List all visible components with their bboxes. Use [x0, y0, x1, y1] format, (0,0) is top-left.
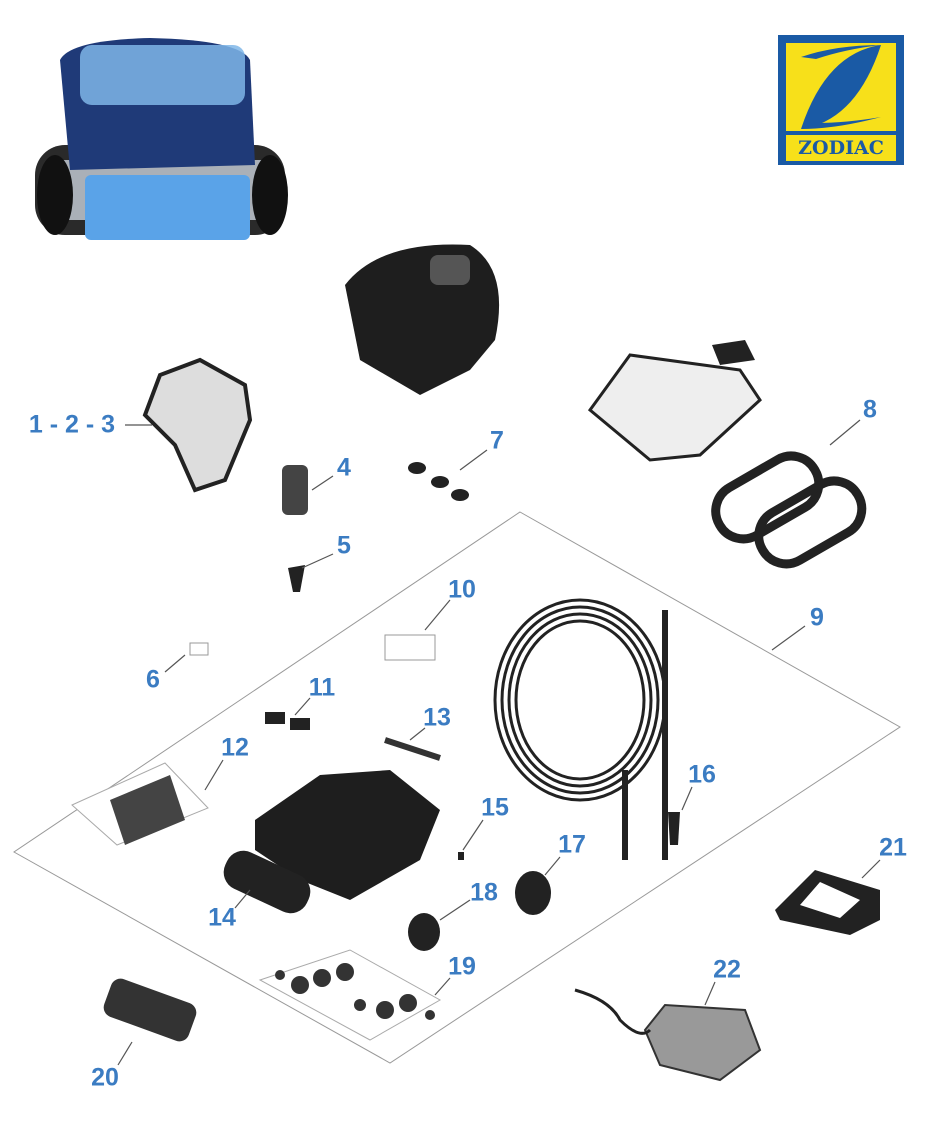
part-label-5: 5 [337, 531, 351, 560]
part-label-21: 21 [879, 833, 907, 862]
part-label-19: 19 [448, 952, 476, 981]
part-label-20: 20 [91, 1063, 119, 1092]
part-label-22: 22 [713, 955, 741, 984]
handle-part [775, 870, 880, 935]
robot-body-part [345, 244, 500, 395]
top-cover-part [587, 353, 762, 462]
tracks-part [711, 451, 867, 569]
part-label-9: 9 [810, 603, 824, 632]
floating-cable-part [493, 598, 668, 860]
part-label-16: 16 [688, 760, 716, 789]
part-label-17: 17 [558, 830, 586, 859]
zodiac-logo: ZODIAC [778, 35, 904, 165]
kit-9-boundary [13, 511, 901, 1064]
part-label-6: 6 [146, 665, 160, 694]
part-label-18: 18 [470, 878, 498, 907]
part-label-1-2-3: 1 - 2 - 3 [28, 410, 116, 439]
power-supply-part [643, 1003, 762, 1082]
part-label-15: 15 [481, 793, 509, 822]
part-label-10: 10 [448, 575, 476, 604]
part-label-12: 12 [221, 733, 249, 762]
filter-basket-part [142, 357, 253, 493]
part-label-8: 8 [863, 395, 877, 424]
part-label-14: 14 [208, 903, 236, 932]
part-label-11: 11 [308, 673, 336, 702]
part-label-4: 4 [337, 453, 351, 482]
robot-cleaner-image [35, 38, 288, 240]
chassis-part [255, 770, 440, 900]
part-label-7: 7 [490, 426, 504, 455]
leader-lines [117, 419, 881, 1066]
part-label-13: 13 [423, 703, 451, 732]
